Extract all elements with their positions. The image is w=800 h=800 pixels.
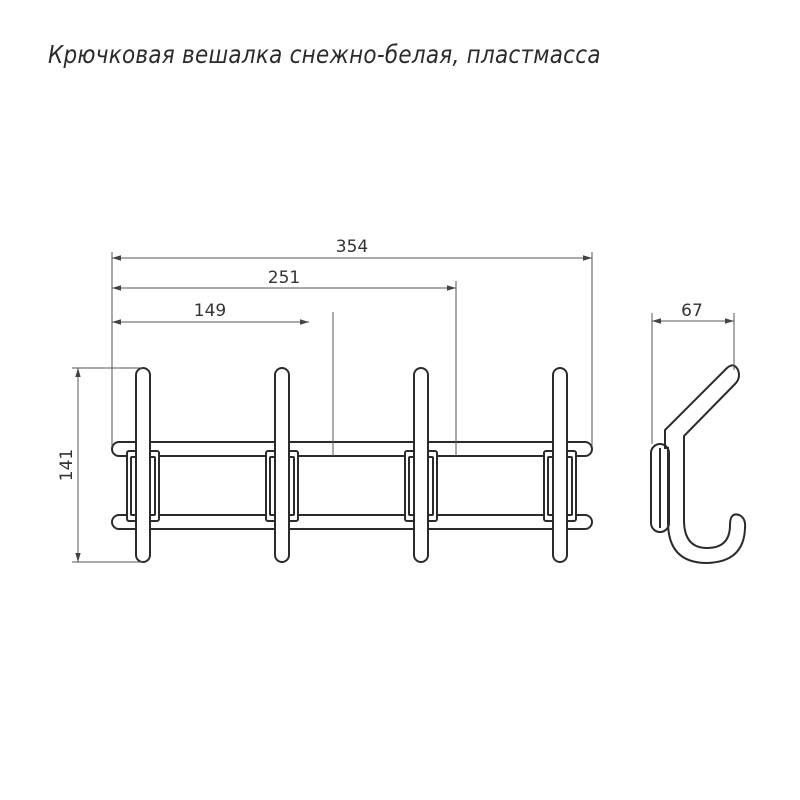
dim-label-67: 67 [681, 301, 703, 321]
side-hook-profile [664, 364, 747, 565]
hook-arm [552, 367, 568, 563]
dim-label-141: 141 [57, 449, 77, 481]
front-view [111, 367, 593, 563]
dimensions [72, 252, 735, 563]
bottom-rail [111, 514, 593, 530]
top-rail [111, 441, 593, 457]
side-view [650, 364, 747, 565]
hook-arm [135, 367, 151, 563]
hooks-group [126, 367, 577, 563]
hook-arm [274, 367, 290, 563]
dim-label-354: 354 [336, 237, 368, 257]
dim-label-251: 251 [268, 268, 300, 288]
hook-arm [413, 367, 429, 563]
drawing-title: Крючковая вешалка снежно-белая, пластмас… [48, 40, 601, 69]
dim-label-149: 149 [194, 301, 226, 321]
